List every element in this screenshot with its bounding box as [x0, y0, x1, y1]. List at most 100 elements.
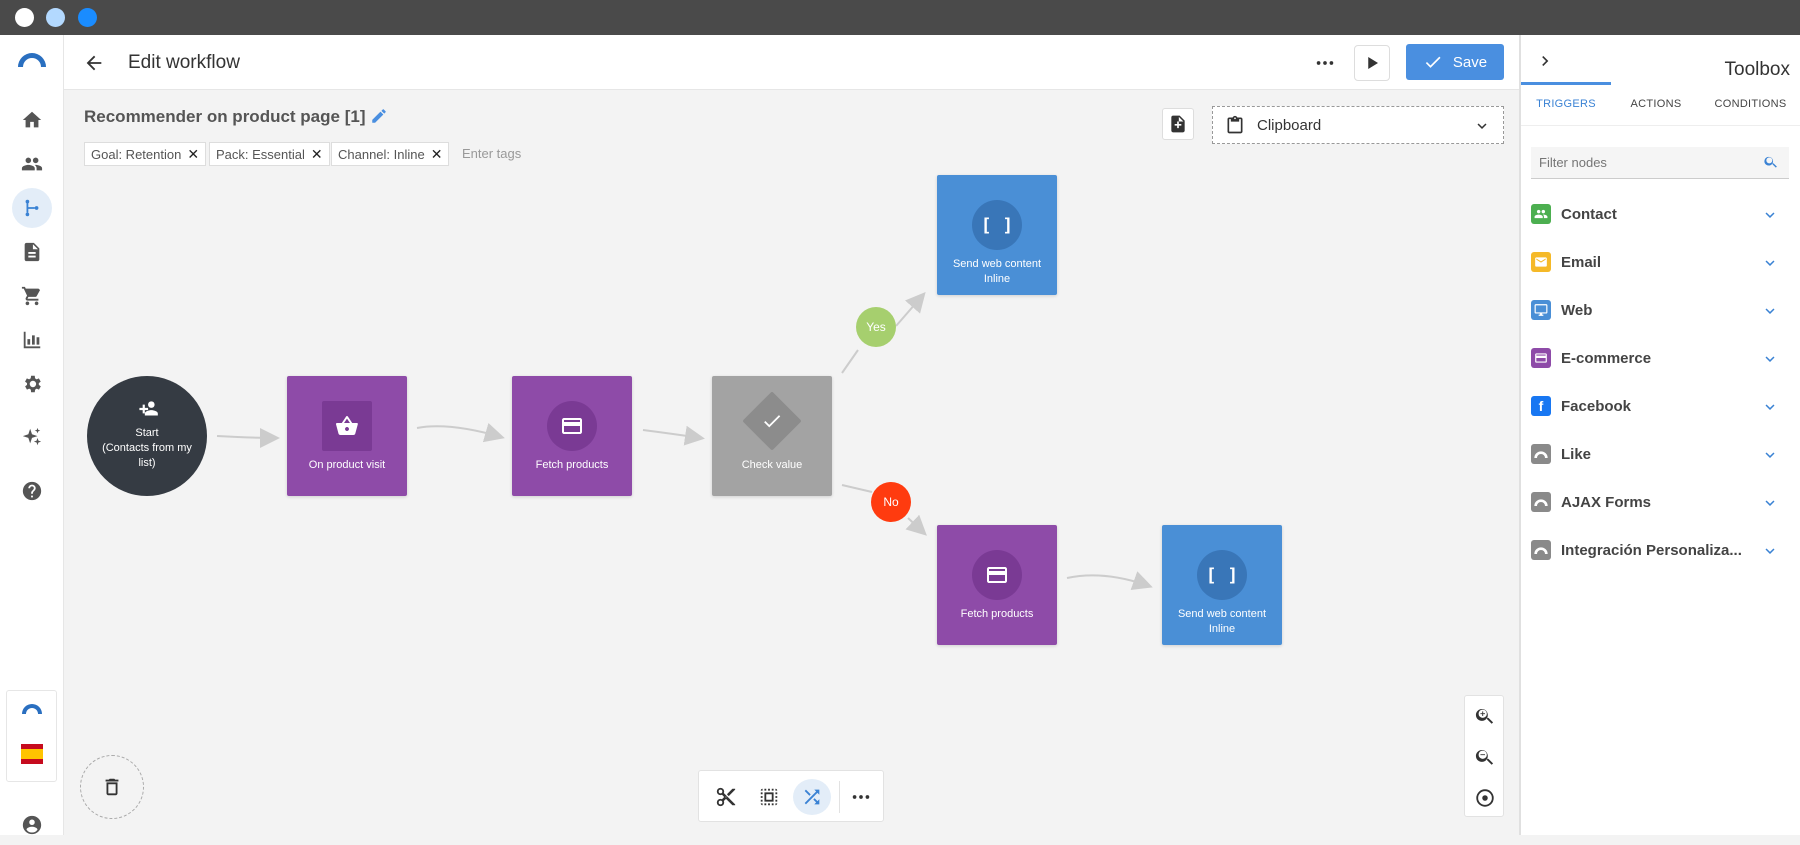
category-web[interactable]: Web	[1531, 292, 1789, 328]
workflow-name: Recommender on product page [1]	[84, 107, 366, 126]
category-facebook[interactable]: f Facebook	[1531, 388, 1789, 424]
category-ecommerce[interactable]: E-commerce	[1531, 340, 1789, 376]
check-value-node[interactable]: Check value	[712, 376, 832, 496]
home-icon[interactable]	[12, 100, 52, 140]
node-label: Check value	[741, 459, 803, 471]
tab-triggers[interactable]: TRIGGERS	[1521, 82, 1611, 126]
tag-label: Pack: Essential	[216, 146, 305, 162]
run-play-button[interactable]	[1354, 45, 1390, 81]
node-label: Send web content Inline	[1177, 608, 1267, 635]
edit-name-pencil-icon[interactable]	[370, 107, 388, 125]
category-label: Email	[1561, 253, 1602, 271]
node-label: On product visit	[308, 459, 386, 471]
more-horiz-icon[interactable]	[842, 779, 880, 815]
start-node[interactable]: Start (Contacts from my list)	[87, 376, 207, 496]
node-label: Fetch products	[535, 459, 609, 471]
chevron-down-icon	[1761, 542, 1779, 565]
ai-sparkle-icon[interactable]	[12, 417, 52, 457]
scissors-icon[interactable]	[707, 779, 745, 815]
help-icon[interactable]	[12, 471, 52, 511]
start-node-label: Start (Contacts from my list)	[102, 427, 192, 469]
remove-tag-close-icon[interactable]: ✕	[187, 145, 200, 162]
connectif-logo-icon[interactable]	[20, 701, 44, 720]
workflow-canvas[interactable]: Recommender on product page [1] Goal: Re…	[64, 90, 1519, 835]
category-label: Web	[1561, 301, 1593, 319]
workflows-icon[interactable]	[12, 188, 52, 228]
contact-category-icon	[1531, 204, 1551, 224]
account-switcher	[6, 690, 57, 782]
chevron-down-icon	[1761, 302, 1779, 325]
zoom-in-icon[interactable]	[1465, 696, 1505, 736]
category-integracion[interactable]: Integración Personaliza...	[1531, 532, 1789, 568]
clipboard-dropdown[interactable]: Clipboard	[1212, 106, 1504, 144]
category-label: Facebook	[1561, 397, 1632, 415]
zoom-out-icon[interactable]	[1465, 737, 1505, 777]
window-titlebar	[0, 0, 1800, 35]
connectif-arc-icon	[1531, 444, 1551, 464]
category-label: Contact	[1561, 205, 1617, 223]
category-label: Like	[1561, 445, 1592, 463]
add-note-button[interactable]	[1162, 108, 1194, 140]
left-sidebar	[0, 35, 64, 835]
trash-icon	[105, 778, 119, 796]
cart-icon[interactable]	[12, 276, 52, 316]
search-icon[interactable]	[1763, 154, 1779, 175]
brackets-icon: [ ]	[972, 200, 1022, 250]
fetch-products-node[interactable]: Fetch products	[512, 376, 632, 496]
back-arrow-icon[interactable]	[80, 49, 108, 77]
play-icon	[1368, 57, 1378, 69]
chevron-down-icon	[1473, 117, 1491, 140]
add-group-icon	[139, 401, 158, 416]
window-maximize-dot[interactable]	[78, 8, 97, 27]
send-web-content-node[interactable]: [ ] Send web content Inline	[1162, 525, 1282, 645]
category-email[interactable]: Email	[1531, 244, 1789, 280]
shuffle-layout-icon[interactable]	[793, 779, 831, 815]
add-document-icon	[1171, 115, 1185, 133]
contacts-icon[interactable]	[12, 144, 52, 184]
app-logo-icon[interactable]	[12, 39, 52, 79]
category-contact[interactable]: Contact	[1531, 196, 1789, 232]
check-icon	[1425, 56, 1441, 68]
yes-branch-badge[interactable]: Yes	[856, 307, 896, 347]
collapse-chevron-right-icon[interactable]	[1533, 49, 1557, 73]
settings-gear-icon[interactable]	[12, 364, 52, 404]
toolbox-tabs: TRIGGERS ACTIONS CONDITIONS	[1521, 82, 1800, 126]
chevron-down-icon	[1761, 350, 1779, 373]
facebook-icon: f	[1531, 396, 1551, 416]
chevron-down-icon	[1761, 206, 1779, 229]
spain-flag-icon[interactable]	[21, 744, 43, 764]
on-product-visit-node[interactable]: On product visit	[287, 376, 407, 496]
documents-icon[interactable]	[12, 232, 52, 272]
filter-nodes-input[interactable]	[1531, 147, 1751, 177]
brackets-icon: [ ]	[1197, 550, 1247, 600]
user-account-icon[interactable]	[12, 805, 52, 845]
tag-label: Channel: Inline	[338, 146, 425, 162]
category-like[interactable]: Like	[1531, 436, 1789, 472]
no-branch-badge[interactable]: No	[871, 482, 911, 522]
save-button[interactable]: Save	[1406, 44, 1504, 80]
basket-icon	[322, 401, 372, 451]
chevron-down-icon	[1761, 254, 1779, 277]
tab-conditions[interactable]: CONDITIONS	[1714, 98, 1787, 110]
tags-input[interactable]: Enter tags	[462, 146, 522, 161]
fetch-products-node[interactable]: Fetch products	[937, 525, 1057, 645]
tab-actions[interactable]: ACTIONS	[1630, 98, 1682, 110]
credit-card-icon	[547, 401, 597, 451]
select-area-icon[interactable]	[750, 779, 788, 815]
window-close-dot[interactable]	[15, 8, 34, 27]
analytics-icon[interactable]	[12, 320, 52, 360]
connectif-arc-icon	[1531, 540, 1551, 560]
remove-tag-close-icon[interactable]: ✕	[310, 145, 323, 162]
canvas-toolbar	[698, 770, 884, 822]
send-web-content-node[interactable]: [ ] Send web content Inline	[937, 175, 1057, 295]
email-category-icon	[1531, 252, 1551, 272]
zoom-controls	[1464, 695, 1504, 817]
more-options-icon[interactable]	[1311, 51, 1339, 75]
window-minimize-dot[interactable]	[46, 8, 65, 27]
page-title: Edit workflow	[128, 52, 240, 73]
category-ajax-forms[interactable]: AJAX Forms	[1531, 484, 1789, 520]
clipboard-icon	[1227, 115, 1243, 134]
delete-drop-zone[interactable]	[80, 755, 144, 819]
remove-tag-close-icon[interactable]: ✕	[430, 145, 443, 162]
center-view-icon[interactable]	[1465, 778, 1505, 818]
